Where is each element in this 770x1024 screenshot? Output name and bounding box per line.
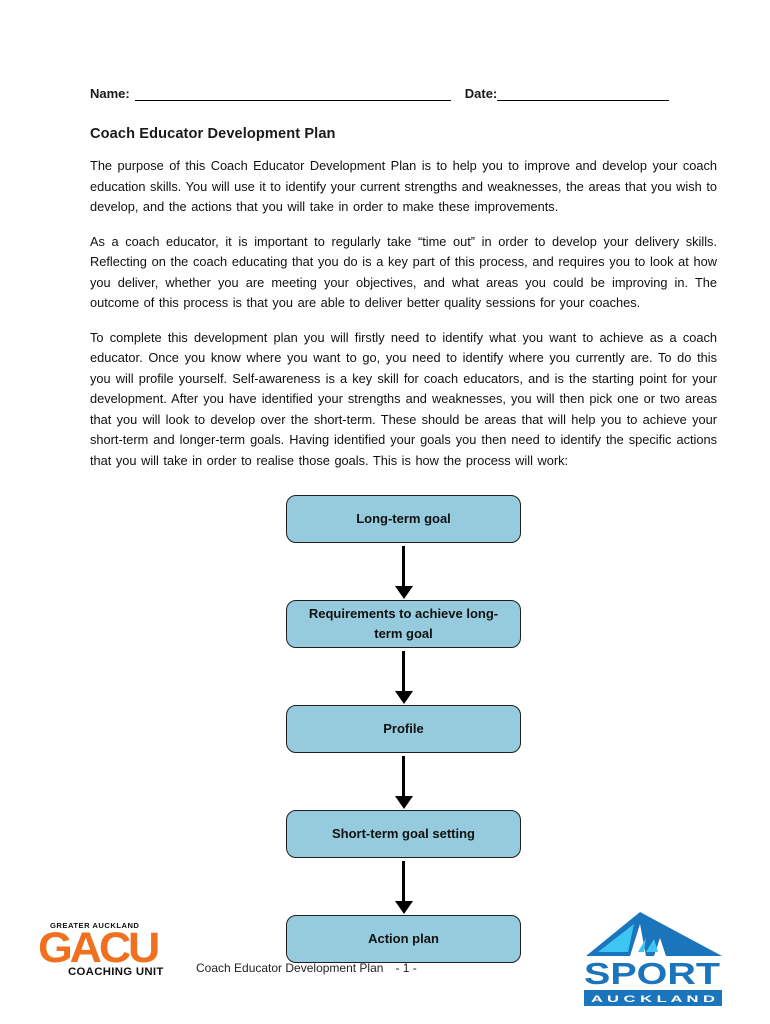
- footer-page-number: - 1 -: [395, 961, 417, 975]
- sport-wordmark: SPORT: [584, 956, 720, 991]
- down-arrow-icon: [394, 543, 413, 600]
- arrow-head: [394, 901, 413, 914]
- arrow-shaft: [401, 756, 406, 796]
- process-paragraph: To complete this development plan you wi…: [90, 329, 717, 468]
- document-content: Name: Date: Coach Educator Development P…: [90, 86, 717, 963]
- down-arrow-icon: [394, 858, 413, 915]
- auckland-wordmark: A U C K L A N D: [591, 994, 715, 1005]
- gacu-coaching-unit-logo: GREATER AUCKLAND GACU COACHING UNIT: [38, 922, 203, 978]
- arrow-head: [394, 691, 413, 704]
- process-flowchart: Long-term goal Requirements to achieve l…: [90, 495, 717, 963]
- arrow-head: [394, 796, 413, 809]
- down-arrow-icon: [394, 648, 413, 705]
- sport-auckland-logo: SPORT A U C K L A N D: [584, 912, 722, 1006]
- arrow-shaft: [401, 651, 406, 691]
- date-label: Date:: [464, 86, 498, 101]
- arrow-head: [394, 586, 413, 599]
- intro-paragraph: The purpose of this Coach Educator Devel…: [90, 158, 717, 214]
- mountain-icon: [586, 912, 722, 956]
- name-fill-line: [134, 86, 451, 101]
- page-footer: Coach Educator Development Plan - 1 -: [196, 961, 417, 975]
- gacu-unit-text: COACHING UNIT: [68, 965, 164, 978]
- gacu-acronym-text: GACU: [38, 923, 160, 972]
- date-fill-line: [497, 86, 670, 101]
- footer-doc-title: Coach Educator Development Plan: [196, 961, 384, 975]
- arrow-shaft: [401, 546, 406, 586]
- flow-step-profile: Profile: [286, 705, 521, 753]
- page-title: Coach Educator Development Plan: [90, 126, 336, 142]
- reflection-paragraph: As a coach educator, it is important to …: [90, 233, 717, 311]
- flow-step-action-plan: Action plan: [286, 915, 521, 963]
- gacu-region-text: GREATER AUCKLAND: [50, 921, 140, 930]
- name-date-row: Name: Date:: [90, 86, 717, 101]
- flow-step-short-term-goal-setting: Short-term goal setting: [286, 810, 521, 858]
- down-arrow-icon: [394, 753, 413, 810]
- flow-step-long-term-goal: Long-term goal: [286, 495, 521, 543]
- name-label: Name:: [90, 86, 130, 101]
- auckland-bar: [584, 990, 722, 1006]
- arrow-shaft: [401, 861, 406, 901]
- flow-step-requirements: Requirements to achieve long-term goal: [286, 600, 521, 648]
